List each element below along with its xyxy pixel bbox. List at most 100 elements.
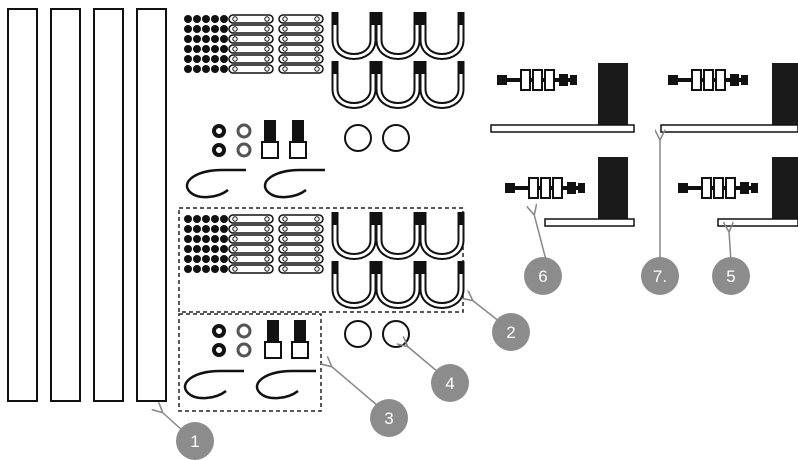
bolt-assembly [678, 177, 758, 199]
strap-plate [278, 24, 324, 34]
strap-plate [278, 234, 324, 244]
hex-nut [193, 255, 201, 263]
bracket-top-left [490, 63, 635, 133]
callout-4-label: 4 [445, 374, 454, 393]
hex-bolts [261, 120, 307, 159]
hex-nut [184, 45, 192, 53]
bracket-top-right [660, 63, 798, 133]
hex-nut [220, 15, 228, 23]
u-bolt [419, 12, 465, 60]
hex-nut [211, 15, 219, 23]
hex-nut [211, 65, 219, 73]
callout-2: 2 [492, 313, 530, 351]
rings-4 [344, 320, 410, 348]
strap-plate [278, 34, 324, 44]
strap-plate [278, 54, 324, 64]
strap-plate [278, 214, 324, 224]
u-bolt [331, 61, 377, 109]
hex-nut [193, 235, 201, 243]
u-bolt [331, 261, 377, 309]
strap-plate [228, 54, 274, 64]
hex-nut [211, 255, 219, 263]
callout-5-label: 5 [726, 267, 735, 286]
hex-nut [211, 265, 219, 273]
hex-nut [184, 35, 192, 43]
u-bolt [419, 212, 465, 260]
hex-nut [211, 45, 219, 53]
strap-plate [278, 44, 324, 54]
nut-rows [184, 15, 228, 73]
strap-plate [278, 14, 324, 24]
hex-nut [184, 265, 192, 273]
strap-plate [278, 264, 324, 274]
hex-nut [184, 65, 192, 73]
hex-nut [220, 35, 228, 43]
hardware-set-top [184, 12, 465, 199]
hex-nut [193, 25, 201, 33]
hex-nut [220, 265, 228, 273]
hex-nut [184, 235, 192, 243]
bolt-assembly [505, 177, 585, 199]
hex-nut [193, 15, 201, 23]
hex-nut [202, 35, 210, 43]
bracket-bottom-left [505, 157, 635, 227]
hex-nut [220, 25, 228, 33]
hex-nut [220, 65, 228, 73]
strap-plate [278, 224, 324, 234]
hex-nut [211, 25, 219, 33]
u-bolt-rows [331, 12, 465, 109]
hex-nut [202, 245, 210, 253]
hex-nut [211, 55, 219, 63]
hardware-set-2 [178, 207, 465, 313]
leader-line-1 [162, 412, 184, 432]
u-bolt [375, 261, 421, 309]
hex-nut [193, 215, 201, 223]
group-2-outline [178, 207, 464, 313]
hex-nut [202, 215, 210, 223]
hex-nut [220, 45, 228, 53]
hex-nut [220, 55, 228, 63]
callout-3: 3 [370, 399, 408, 437]
long-rails [7, 8, 167, 402]
leader-line-3 [331, 366, 379, 407]
hex-nut [202, 65, 210, 73]
hex-nut [202, 225, 210, 233]
bolt-assembly [497, 69, 577, 91]
hex-nut [220, 215, 228, 223]
leader-line-4 [407, 346, 439, 373]
r-clips-3 [183, 369, 316, 400]
bracket-bottom-right [678, 157, 798, 227]
nut-rows-2 [184, 215, 228, 273]
hex-nut [193, 265, 201, 273]
hex-nut [193, 245, 201, 253]
hex-nut [202, 25, 210, 33]
hex-nut [211, 215, 219, 223]
strap-plate [278, 244, 324, 254]
leader-line-5 [729, 231, 731, 263]
callout-6: 6 [524, 257, 562, 295]
hex-nut [220, 235, 228, 243]
leader-line-6 [534, 214, 547, 261]
hex-nut [184, 245, 192, 253]
u-bolt [419, 261, 465, 309]
strap-plate [278, 64, 324, 74]
hex-nut [220, 245, 228, 253]
hex-nut [184, 25, 192, 33]
hex-nut [202, 15, 210, 23]
hex-nut [193, 45, 201, 53]
hex-nut [184, 55, 192, 63]
hex-nut [220, 255, 228, 263]
nuts-washers-3 [212, 323, 252, 358]
strap-plate [278, 254, 324, 264]
strap-plate [228, 214, 274, 224]
hex-nut [202, 235, 210, 243]
hex-nut [211, 245, 219, 253]
callout-4: 4 [431, 364, 469, 402]
u-bolt [375, 212, 421, 260]
strap-plate [228, 14, 274, 24]
callouts: 1 2 3 4 5 6 7. [176, 257, 750, 460]
callout-1-label: 1 [190, 432, 199, 451]
bolt-assembly [668, 69, 748, 91]
plate-rows [228, 14, 324, 74]
callout-7-label: 7. [653, 267, 667, 286]
